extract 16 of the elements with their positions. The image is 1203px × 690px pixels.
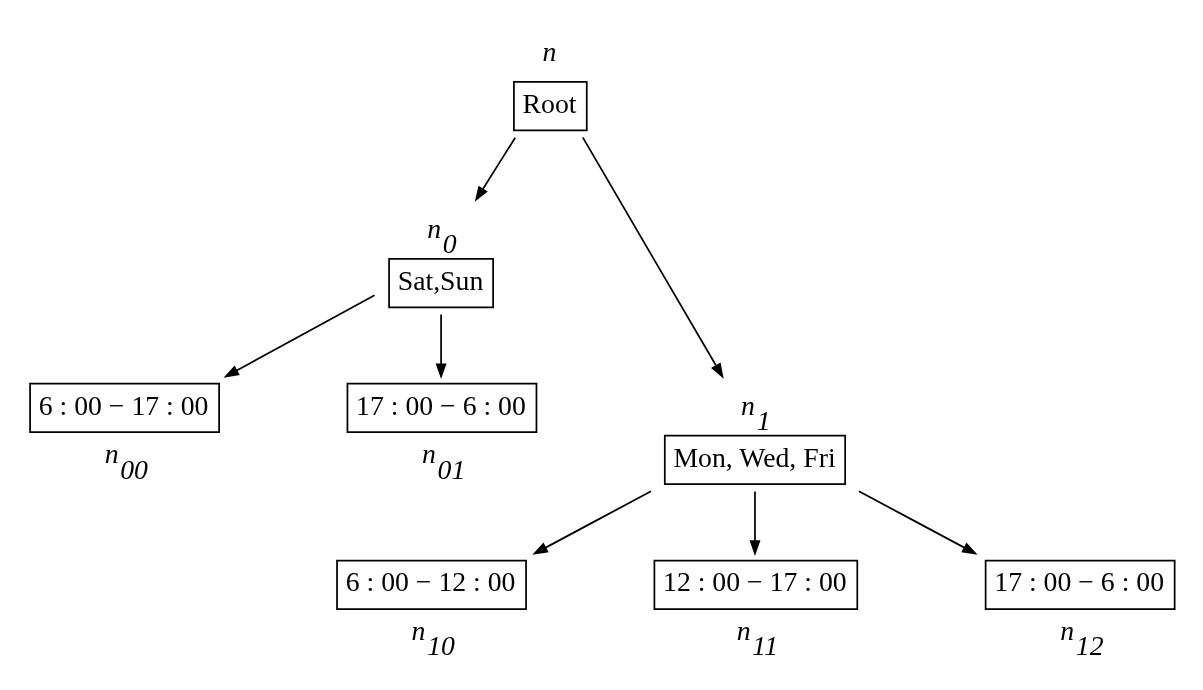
arrow [474, 136, 517, 202]
node-box: Sat,Sun [388, 257, 494, 308]
arrow [749, 490, 761, 556]
arrow [858, 489, 978, 555]
arrow [435, 313, 447, 379]
arrow [532, 489, 652, 555]
node-box: 17 : 00 − 6 : 00 [984, 559, 1176, 610]
arrow [581, 136, 724, 379]
node-box: 17 : 00 − 6 : 00 [346, 382, 538, 433]
node-box: 12 : 00 − 17 : 00 [653, 559, 859, 610]
node-box: 6 : 00 − 12 : 00 [336, 559, 527, 610]
arrow [223, 293, 376, 378]
node-box: 6 : 00 − 17 : 00 [29, 382, 220, 433]
node-box: Mon, Wed, Fri [663, 434, 847, 485]
node-box: Root [513, 80, 588, 131]
node-label: n [542, 35, 557, 67]
